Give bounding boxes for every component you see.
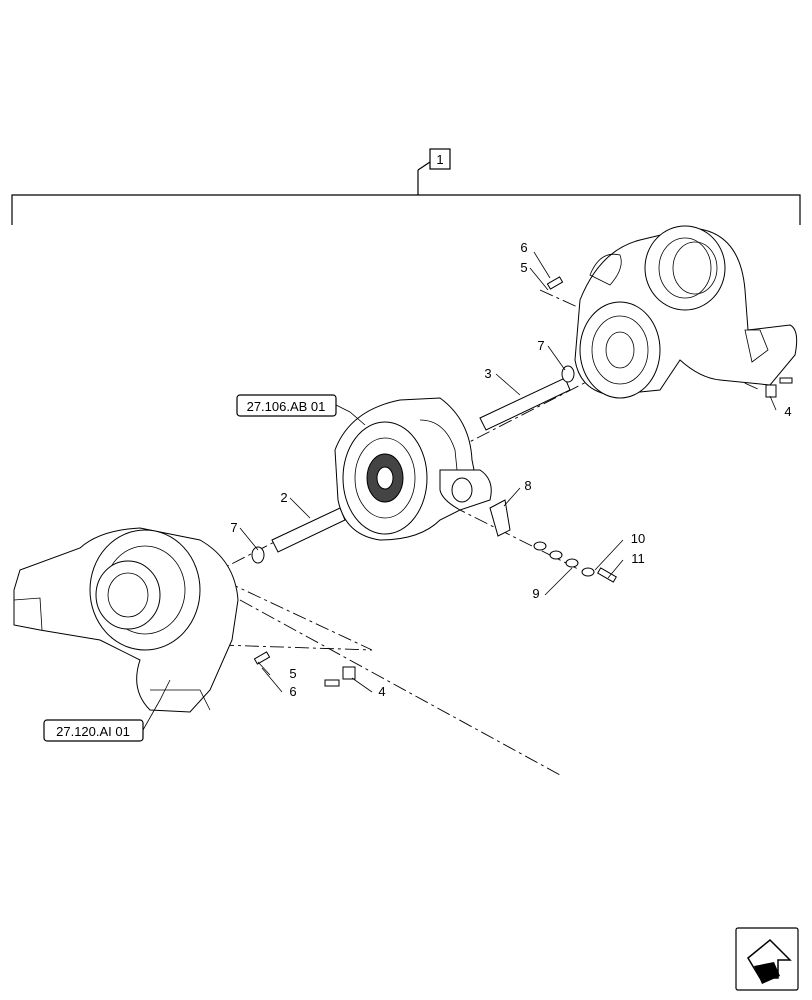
callout-6-lower[interactable]: 6 — [289, 684, 296, 699]
callout-9[interactable]: 9 — [532, 586, 539, 601]
axle-shafts — [251, 365, 575, 564]
reference-boxes: 27.106.AB 01 27.120.AI 01 — [43, 394, 337, 742]
assembly-bracket: 1 — [11, 148, 801, 225]
callout-3[interactable]: 3 — [484, 366, 491, 381]
callout-6-upper[interactable]: 6 — [520, 240, 527, 255]
ref-hub[interactable]: 27.120.AI 01 — [56, 724, 130, 739]
next-page-arrow-icon[interactable] — [735, 927, 799, 991]
callout-numbers: 6 5 7 3 4 2 8 7 10 11 9 5 6 4 — [230, 240, 791, 699]
left-axle-housing — [13, 527, 239, 713]
callout-2[interactable]: 2 — [280, 490, 287, 505]
right-axle-housing — [574, 225, 798, 399]
callout-7-right[interactable]: 7 — [537, 338, 544, 353]
callout-5-upper[interactable]: 5 — [520, 260, 527, 275]
callout-1[interactable]: 1 — [436, 152, 443, 167]
callout-11[interactable]: 11 — [631, 551, 645, 566]
callout-5-lower[interactable]: 5 — [289, 666, 296, 681]
callout-4-upper[interactable]: 4 — [784, 404, 791, 419]
ref-differential[interactable]: 27.106.AB 01 — [247, 399, 326, 414]
leader-lines — [142, 251, 777, 731]
differential-housing — [334, 397, 492, 541]
callout-4-lower[interactable]: 4 — [378, 684, 385, 699]
callout-8[interactable]: 8 — [524, 478, 531, 493]
hardware — [253, 276, 793, 687]
callout-10[interactable]: 10 — [631, 531, 645, 546]
callout-7-left[interactable]: 7 — [230, 520, 237, 535]
